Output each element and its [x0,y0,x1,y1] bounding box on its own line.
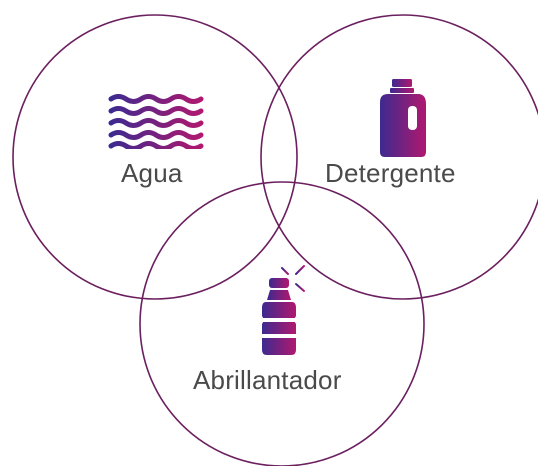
water-waves-icon [108,94,204,149]
detergent-bottle-icon [380,79,426,157]
label-detergente: Detergente [325,158,456,188]
circle-abrillantador [139,181,425,466]
label-agua: Agua [121,158,183,188]
label-abrillantador: Abrillantador [193,365,342,395]
spray-bottle-icon [262,261,309,355]
circle-detergente [260,14,538,300]
circle-agua [12,14,298,300]
